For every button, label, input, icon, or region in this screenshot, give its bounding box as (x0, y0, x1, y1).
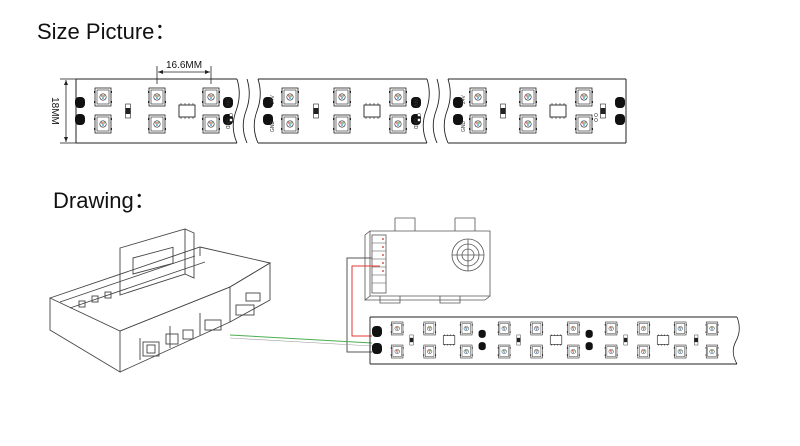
led-chip (468, 87, 488, 107)
led-chip (93, 114, 113, 134)
resistor (313, 103, 319, 119)
vcc-label: 24V (270, 94, 276, 104)
power-wire (351, 265, 380, 337)
signal-wire (229, 334, 373, 344)
ground-wire (346, 257, 372, 353)
led-chip (388, 114, 408, 134)
drawing-led-strip (369, 316, 740, 365)
strip-break-mark (432, 78, 440, 144)
controller-box (48, 228, 272, 373)
ic-chip (363, 102, 381, 120)
strip-break-mark (242, 78, 250, 144)
led-chip (518, 87, 538, 107)
gnd-label: GND (224, 118, 230, 130)
pitch-dimension: 16.6MM (156, 60, 212, 84)
width-label: 18MM (49, 97, 60, 125)
resistor (125, 103, 131, 119)
width-dimension: 18MM (49, 78, 76, 144)
gnd-label: GND (412, 118, 418, 130)
led-chip (574, 114, 594, 134)
power-supply (364, 217, 491, 304)
led-chip (468, 114, 488, 134)
solder-pad (615, 97, 625, 125)
gnd-label: GND (461, 121, 467, 133)
led-chip (332, 114, 352, 134)
led-chip (518, 114, 538, 134)
resistor (600, 103, 606, 119)
led-chip (574, 87, 594, 107)
strip-break-mark (232, 78, 240, 144)
led-chip (147, 87, 167, 107)
pitch-label: 16.6MM (166, 60, 202, 71)
drawing-heading: Drawing： (53, 188, 156, 213)
vcc-label: 24V (224, 98, 230, 108)
size-picture-heading: Size Picture： (37, 19, 177, 44)
vcc-label: 24V (461, 94, 467, 104)
wiring (229, 257, 380, 353)
led-chip (93, 87, 113, 107)
ic-chip (178, 102, 196, 120)
led-chip (280, 87, 300, 107)
ic-chip (549, 102, 567, 120)
vcc-label: 24V (412, 98, 418, 108)
led-chip (201, 87, 221, 107)
strip-break-mark (253, 78, 261, 144)
led-chip (332, 87, 352, 107)
led-chip (280, 114, 300, 134)
led-chip (201, 114, 221, 134)
gnd-label: GND (270, 121, 276, 133)
strip-break-mark (422, 78, 430, 144)
resistor (500, 103, 506, 119)
size-led-strip: 24V GND 24V GND 24V GND 24V GND (75, 78, 627, 144)
led-chip (147, 114, 167, 134)
strip-break-mark (443, 78, 451, 144)
led-chip (388, 87, 408, 107)
solder-pad (372, 326, 382, 354)
